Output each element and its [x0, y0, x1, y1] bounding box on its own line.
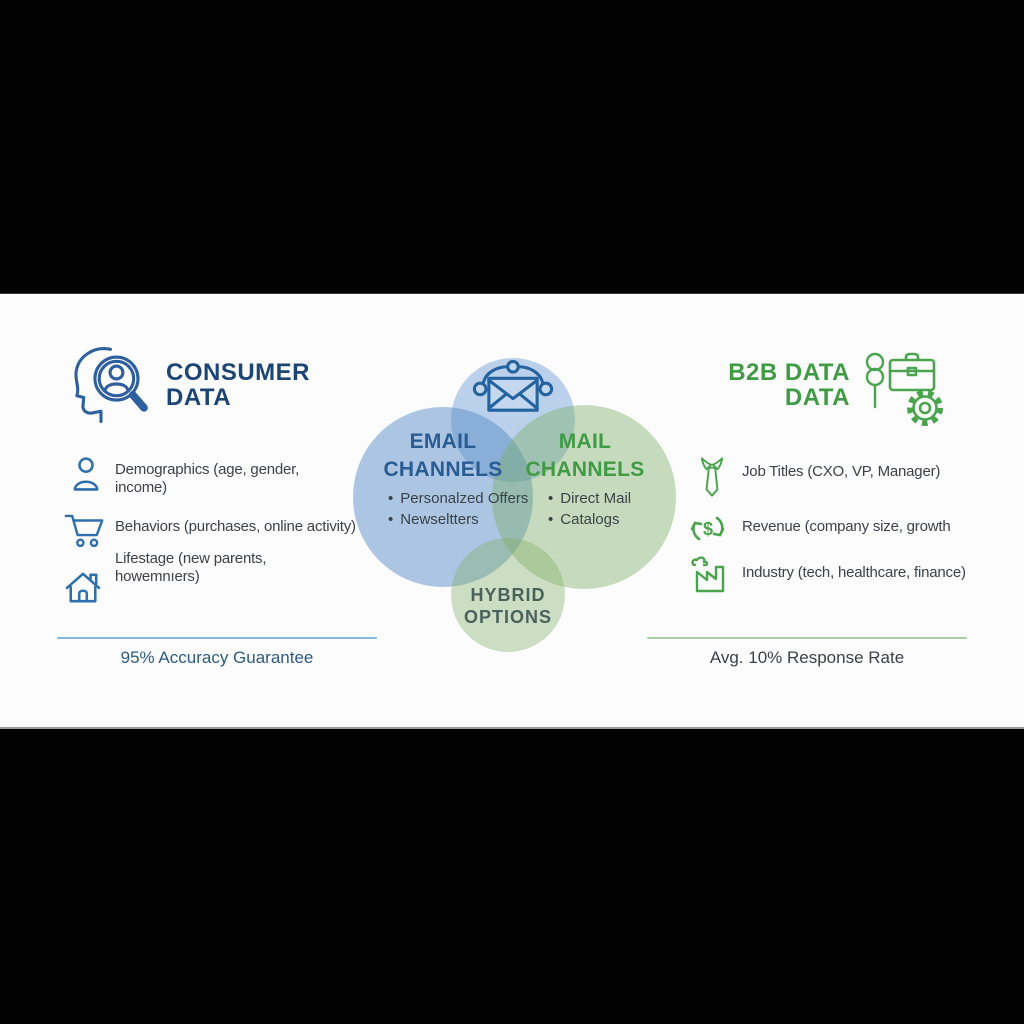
consumer-item-lifestage: Lifestage (new parents, howemnıers) — [115, 550, 267, 585]
email-bullet-list: • Personalzed Offers • Newseltters — [388, 488, 528, 530]
bullet-text: Personalzed Offers — [400, 490, 529, 507]
tree-icon — [865, 352, 885, 409]
dollar-sign: $ — [703, 519, 713, 539]
factory-icon — [691, 556, 725, 593]
revenue-cycle-icon: $ — [690, 516, 725, 541]
house-icon — [65, 572, 101, 603]
hybrid-options-title: HYBRID OPTIONS — [408, 584, 608, 628]
bullet-text: Catalogs — [560, 511, 620, 528]
venn-circle-mail — [492, 405, 676, 589]
briefcase-icon — [888, 352, 936, 392]
bullet-marker: • — [548, 490, 554, 507]
tie-icon — [700, 457, 724, 497]
cart-icon — [64, 514, 104, 548]
audience-search-icon — [74, 347, 148, 424]
bullet-text: Direct Mail — [560, 490, 632, 507]
response-rate-label: Avg. 10% Response Rate — [709, 648, 905, 667]
b2b-data-title: B2B DATA DATA — [700, 360, 850, 410]
list-item: • Catalogs — [548, 509, 631, 530]
infographic-panel: CONSUMER DATA Demographics (age, gender,… — [0, 294, 1024, 727]
list-item: • Newseltters — [388, 509, 528, 530]
mail-channels-title: MAIL CHANNELS — [485, 428, 685, 484]
list-item: • Personalzed Offers — [388, 488, 528, 509]
list-item: • Direct Mail — [548, 488, 631, 509]
consumer-data-title: CONSUMER DATA — [166, 360, 310, 410]
consumer-title-line2: DATA — [166, 384, 232, 411]
letterbox-bottom — [0, 727, 1024, 1024]
mail-bullet-list: • Direct Mail • Catalogs — [548, 488, 631, 530]
b2b-item-industry: Industry (tech, healthcare, finance) — [742, 564, 966, 581]
venn-circle-hybrid — [451, 538, 565, 652]
letterbox-top — [0, 0, 1024, 294]
b2b-item-job-titles: Job Titles (CXO, VP, Manager) — [742, 463, 941, 480]
consumer-title-line1: CONSUMER — [166, 359, 311, 386]
bullet-text: Newseltters — [400, 511, 479, 528]
b2b-item-revenue: Revenue (company size, growth — [742, 518, 951, 535]
email-title-line1: EMAIL — [409, 430, 477, 453]
consumer-item-demographics: Demographics (age, gender, income) — [115, 461, 300, 496]
consumer-divider — [57, 637, 377, 639]
bullet-marker: • — [548, 511, 554, 528]
consumer-item-behaviors: Behaviors (purchases, online activity) — [115, 518, 356, 535]
bullet-marker: • — [388, 490, 394, 507]
person-icon — [73, 457, 99, 491]
hybrid-title-line1: HYBRID — [470, 585, 546, 605]
gear-icon — [907, 390, 943, 426]
email-network-icon — [472, 360, 554, 412]
accuracy-guarantee-label: 95% Accuracy Guarantee — [120, 648, 314, 667]
mail-title-line2: CHANNELS — [525, 458, 645, 481]
b2b-title-line2: DATA — [784, 384, 850, 411]
mail-title-line1: MAIL — [558, 430, 612, 453]
email-channels-title: EMAIL CHANNELS — [343, 428, 543, 484]
email-title-line2: CHANNELS — [383, 458, 503, 481]
hybrid-title-line2: OPTIONS — [463, 607, 552, 627]
b2b-title-line1: B2B DATA — [728, 359, 850, 386]
venn-circle-email — [353, 407, 533, 587]
bullet-marker: • — [388, 511, 394, 528]
b2b-divider — [647, 637, 967, 639]
